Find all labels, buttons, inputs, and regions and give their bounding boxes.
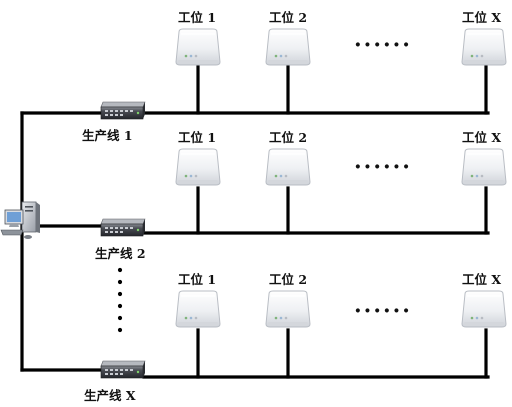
workstation-label: 工位 1 (178, 130, 216, 145)
workstation-label: 工位 X (462, 130, 501, 145)
line-label-1: 生产线 1 (82, 128, 133, 143)
wireless-access-point-icon (461, 28, 507, 66)
wireless-access-point-icon (175, 28, 221, 66)
workstation-label: 工位 2 (269, 10, 307, 25)
wireless-access-point-icon (461, 148, 507, 186)
workstation-label: 工位 2 (269, 272, 307, 287)
more-workstations-ellipsis: ······ (354, 298, 412, 324)
wireless-access-point-icon (265, 290, 311, 328)
wireless-access-point-icon (265, 28, 311, 66)
wireless-access-point-icon (175, 148, 221, 186)
more-lines-vertical-ellipsis (117, 267, 123, 333)
line-label-x: 生产线 X (84, 388, 136, 403)
network-switch-icon (100, 101, 146, 120)
more-workstations-ellipsis: ······ (354, 154, 412, 180)
workstation-row-2: 工位 1 工位 2 ······ 工位 X (175, 130, 507, 186)
network-switch-icon (100, 360, 146, 379)
workstation-label: 工位 X (462, 272, 501, 287)
wiring (20, 64, 490, 379)
workstation-row-3: 工位 1 工位 2 ······ 工位 X (175, 272, 507, 328)
workstation-label: 工位 1 (178, 10, 216, 25)
more-workstations-ellipsis: ······ (354, 32, 412, 58)
wireless-access-point-icon (175, 290, 221, 328)
network-switch-icon (100, 218, 146, 237)
wireless-access-point-icon (461, 290, 507, 328)
workstation-label: 工位 X (462, 10, 501, 25)
line-label-2: 生产线 2 (95, 246, 146, 261)
wireless-access-point-icon (265, 148, 311, 186)
workstation-label: 工位 1 (178, 272, 216, 287)
workstation-row-1: 工位 1 工位 2 ······ 工位 X (175, 10, 507, 66)
workstation-label: 工位 2 (269, 130, 307, 145)
